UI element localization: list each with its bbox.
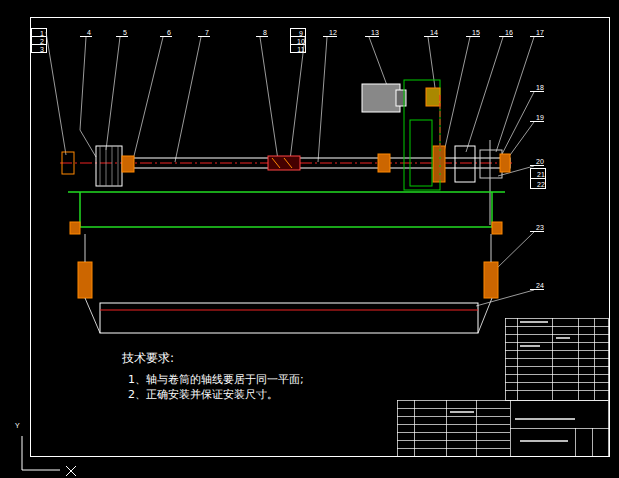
callout-number: 21 [537,171,545,178]
callout-number: 18 [536,84,544,91]
callout-number: 4 [87,29,91,36]
title-block [397,318,609,457]
callout-number: 17 [536,29,544,36]
callout-number: 24 [536,282,544,289]
callout-number: 9 [299,30,303,37]
drawing-frame [31,18,610,457]
callout-number: 10 [297,38,305,45]
callout-number: 8 [263,29,267,36]
title-block-marks [450,321,575,442]
motor-gearbox [362,80,440,190]
callout-number: 5 [123,29,127,36]
callout-number: 19 [536,114,544,121]
callout-number: 13 [371,29,379,36]
wheel-brackets [70,222,502,298]
callout-number: 14 [430,29,438,36]
callout-number: 15 [472,29,480,36]
lifting-beam [85,298,492,333]
callout-number: 3 [40,46,44,53]
shaft-assembly [60,140,515,225]
callout-number: 23 [536,224,544,231]
callout-number: 16 [505,29,513,36]
callout-number: 7 [205,29,209,36]
callout-number: 20 [536,158,544,165]
technical-note: 2、正确安装并保证安装尺寸。 [128,389,278,400]
axis-label: Y [15,422,20,429]
callout-number: 2 [40,38,44,45]
callout-number: 22 [537,181,545,188]
callout-number: 12 [329,29,337,36]
technical-note: 1、轴与卷筒的轴线要居于同一平面; [128,374,304,385]
frame [68,192,505,227]
ucs-icon [22,436,76,476]
technical-note: 技术要求: [122,352,174,364]
callout-number: 6 [167,29,171,36]
callout-stack [32,29,47,53]
callout-number: 1 [40,30,44,37]
callout-number: 11 [297,46,304,53]
leader-lines [46,32,534,306]
